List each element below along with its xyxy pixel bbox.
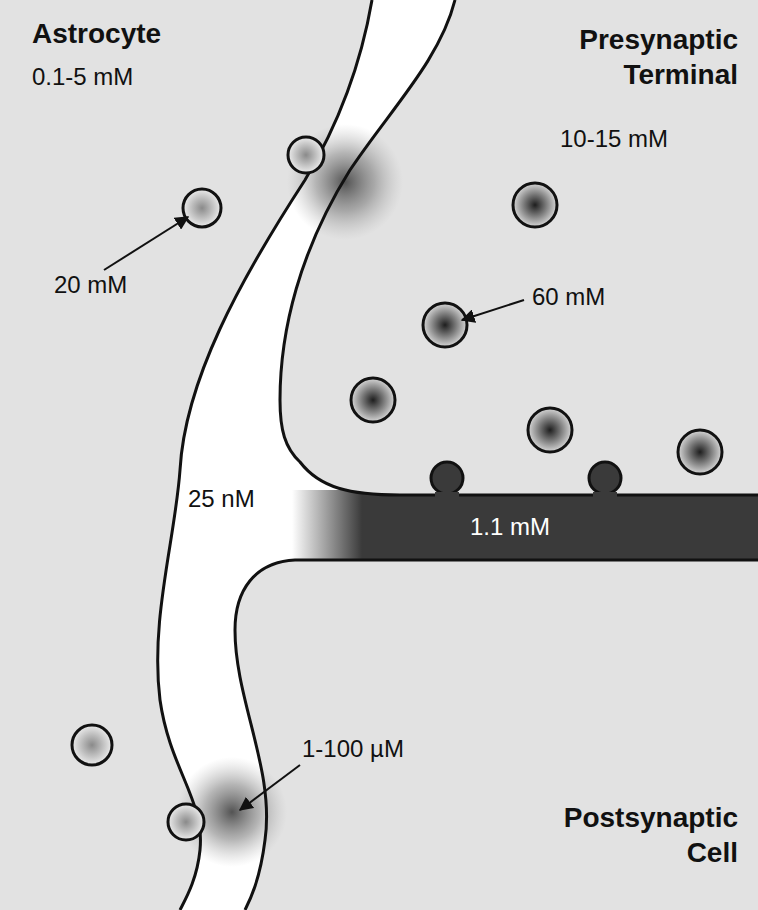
dense-band (290, 490, 758, 564)
leader-arrow (462, 300, 524, 320)
fusing-vesicle (431, 462, 463, 494)
astrocyte-vesicle (183, 189, 221, 227)
concentration-label: 1-100 µM (302, 734, 404, 764)
cell-name: Presynaptic Terminal (508, 22, 738, 92)
presynaptic-membrane (280, 0, 758, 495)
concentration-label: 1.1 mM (470, 512, 550, 542)
presynaptic-region (280, 0, 758, 495)
cell-name: Astrocyte (32, 16, 161, 51)
fusion-pore (435, 492, 459, 500)
postsynaptic-membrane (235, 560, 758, 910)
docked-vesicle (288, 137, 324, 173)
fusion-pore (593, 492, 617, 500)
leader-arrow (104, 217, 188, 270)
synaptic-vesicle (423, 303, 467, 347)
concentration-label: 20 mM (54, 270, 127, 300)
fusing-vesicle (589, 462, 621, 494)
docked-vesicle (168, 804, 204, 840)
leader-arrow (240, 765, 300, 810)
synaptic-vesicle (528, 408, 572, 452)
concentration-label: 0.1-5 mM (32, 62, 133, 92)
synaptic-vesicle (351, 378, 395, 422)
cell-name: Postsynaptic Cell (508, 800, 738, 870)
synaptic-vesicle (513, 183, 557, 227)
synaptic-vesicle (678, 430, 722, 474)
concentration-label: 10-15 mM (560, 124, 668, 154)
concentration-label: 60 mM (532, 282, 605, 312)
postsynaptic-region (235, 560, 758, 910)
astrocyte-membrane (158, 0, 372, 910)
concentration-label: 25 nM (188, 484, 255, 514)
astrocyte-vesicle (72, 725, 112, 765)
